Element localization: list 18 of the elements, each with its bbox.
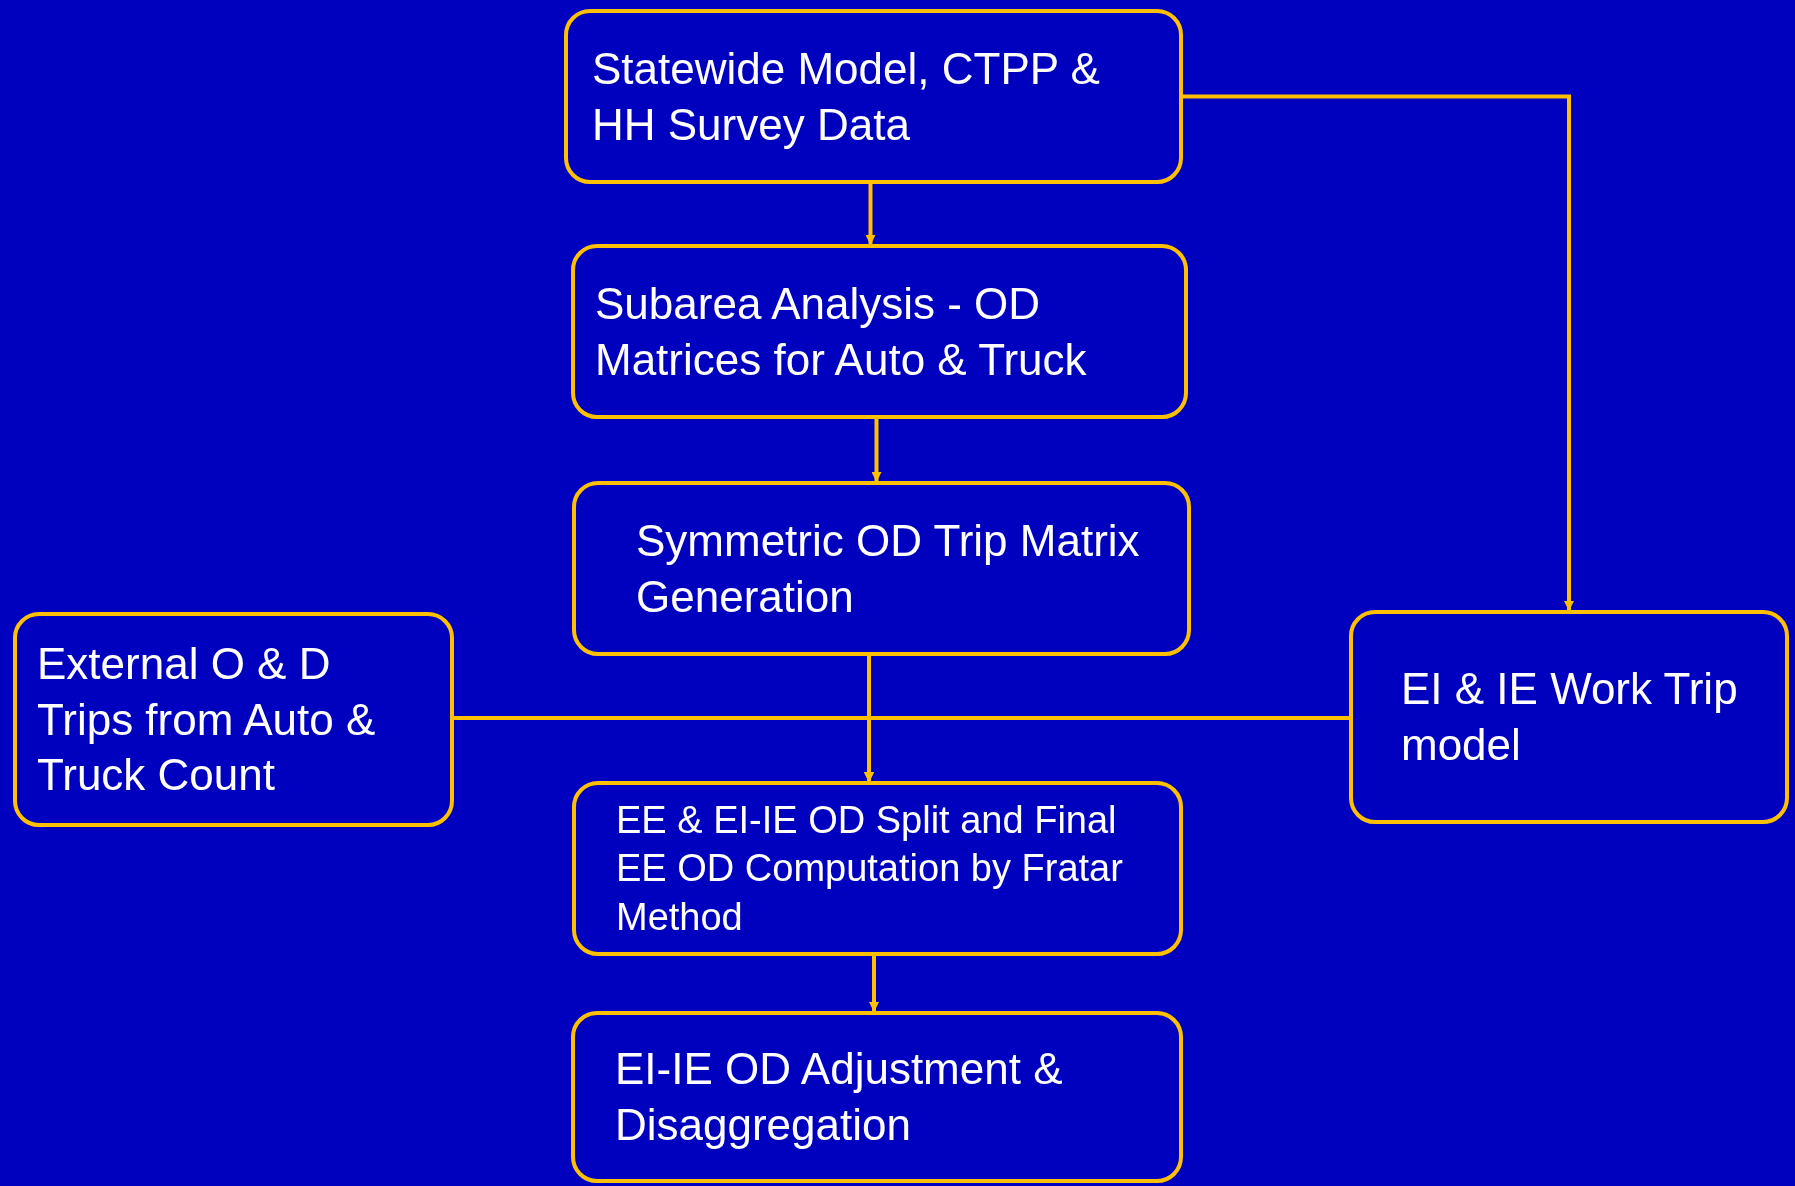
box-label: EI & IE Work Trip model	[1401, 663, 1739, 771]
arrow	[871, 419, 882, 482]
arrow	[865, 184, 876, 245]
box-label: External O & D Trips from Auto & Truck Count	[37, 637, 377, 802]
process-box	[572, 781, 1183, 956]
box-label: EE & EI-IE OD Split and Final EE OD Computation by Fratar Method	[616, 798, 1124, 940]
process-box	[571, 1011, 1183, 1183]
box-label: EI-IE OD Adjustment & Disaggregation	[615, 1043, 1064, 1151]
process-box	[13, 612, 454, 827]
process-box	[571, 244, 1188, 419]
process-box	[564, 9, 1183, 184]
process-box	[1349, 610, 1789, 824]
box-label: Statewide Model, CTPP & HH Survey Data	[592, 42, 1101, 151]
arrow	[1183, 94, 1574, 611]
process-box	[572, 481, 1191, 656]
arrow	[869, 956, 879, 1012]
box-label: Subarea Analysis - OD Matrices for Auto & Truck	[595, 277, 1088, 386]
box-label: Symmetric OD Trip Matrix Generation	[636, 514, 1141, 623]
